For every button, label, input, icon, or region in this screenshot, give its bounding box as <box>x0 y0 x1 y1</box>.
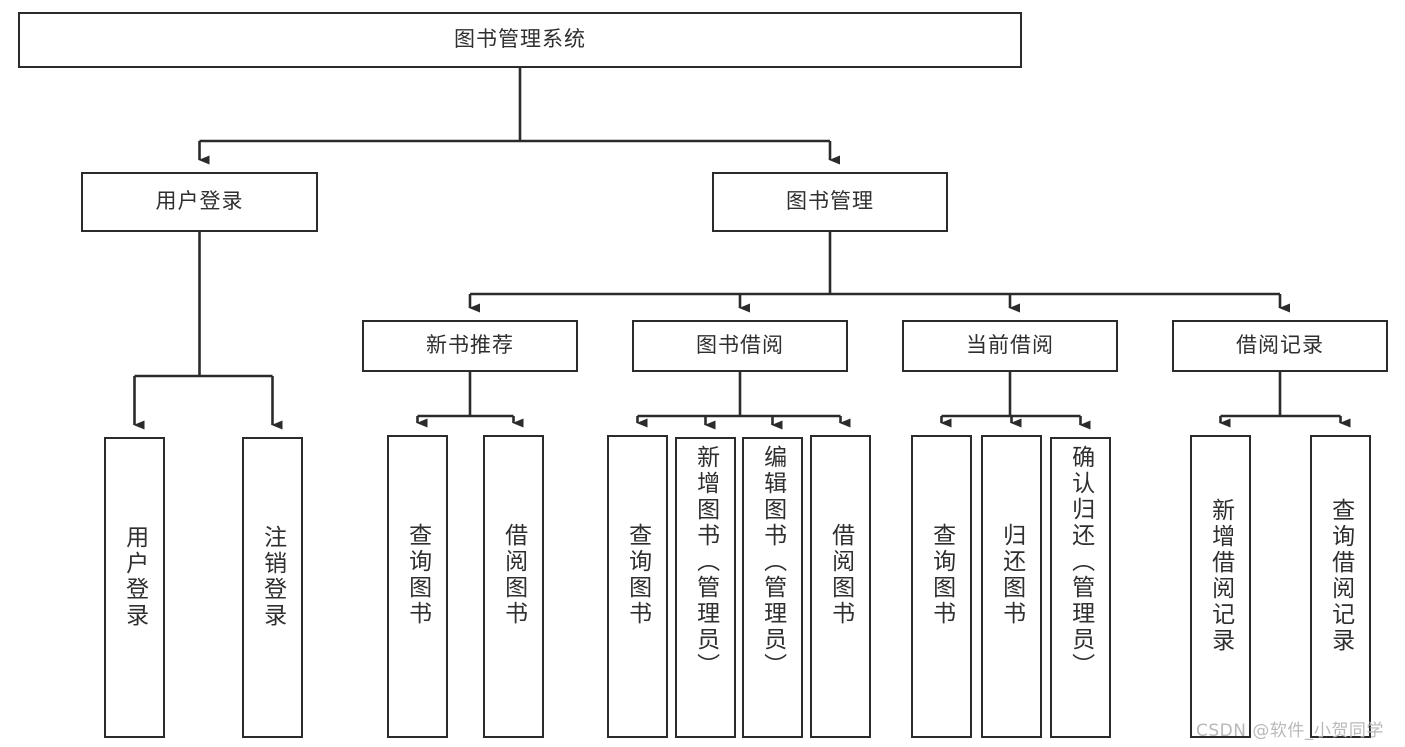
node-label: 确认归还（管理员） <box>1067 445 1094 679</box>
node-label: 当前借阅 <box>966 333 1054 358</box>
node-leaf-user-login[interactable]: 用户登录 <box>104 437 165 738</box>
node-label: 查询图书 <box>404 523 431 627</box>
node-label: 图书管理系统 <box>454 27 586 52</box>
node-label: 归还图书 <box>998 523 1025 627</box>
node-label: 新增图书（管理员） <box>692 445 719 679</box>
node-leaf-query-record[interactable]: 查询借阅记录 <box>1310 435 1371 738</box>
node-leaf-logout[interactable]: 注销登录 <box>242 437 303 738</box>
node-label: 用户登录 <box>121 525 148 629</box>
node-label: 图书管理 <box>786 189 874 214</box>
node-leaf-confirm-return[interactable]: 确认归还（管理员） <box>1050 437 1111 738</box>
node-label: 借阅记录 <box>1236 333 1324 358</box>
node-leaf-query-book-2[interactable]: 查询图书 <box>607 435 668 738</box>
node-current-borrow[interactable]: 当前借阅 <box>902 320 1118 372</box>
node-label: 借阅图书 <box>500 523 527 627</box>
node-label: 注销登录 <box>259 525 286 629</box>
node-leaf-edit-book[interactable]: 编辑图书（管理员） <box>742 437 803 738</box>
node-user-login[interactable]: 用户登录 <box>81 172 318 232</box>
node-label: 查询借阅记录 <box>1327 498 1354 654</box>
node-leaf-borrow-book-2[interactable]: 借阅图书 <box>810 435 871 738</box>
node-label: 新书推荐 <box>426 333 514 358</box>
node-label: 借阅图书 <box>827 523 854 627</box>
node-label: 编辑图书（管理员） <box>759 445 786 679</box>
node-book-manage[interactable]: 图书管理 <box>712 172 948 232</box>
node-label: 查询图书 <box>928 523 955 627</box>
node-leaf-return-book[interactable]: 归还图书 <box>981 435 1042 738</box>
node-label: 用户登录 <box>155 189 244 214</box>
node-label: 查询图书 <box>624 523 651 627</box>
node-label: 新增借阅记录 <box>1207 498 1234 654</box>
node-leaf-add-record[interactable]: 新增借阅记录 <box>1190 435 1251 738</box>
node-root[interactable]: 图书管理系统 <box>18 12 1022 68</box>
node-label: 图书借阅 <box>696 333 784 358</box>
node-book-borrow[interactable]: 图书借阅 <box>632 320 848 372</box>
csdn-watermark: CSDN @软件_小贺同学 <box>1196 721 1384 741</box>
node-leaf-query-book-3[interactable]: 查询图书 <box>911 435 972 738</box>
node-leaf-query-book-1[interactable]: 查询图书 <box>387 435 448 738</box>
node-leaf-add-book[interactable]: 新增图书（管理员） <box>675 437 736 738</box>
node-new-book-recommend[interactable]: 新书推荐 <box>362 320 578 372</box>
node-borrow-record[interactable]: 借阅记录 <box>1172 320 1388 372</box>
node-leaf-borrow-book-1[interactable]: 借阅图书 <box>483 435 544 738</box>
